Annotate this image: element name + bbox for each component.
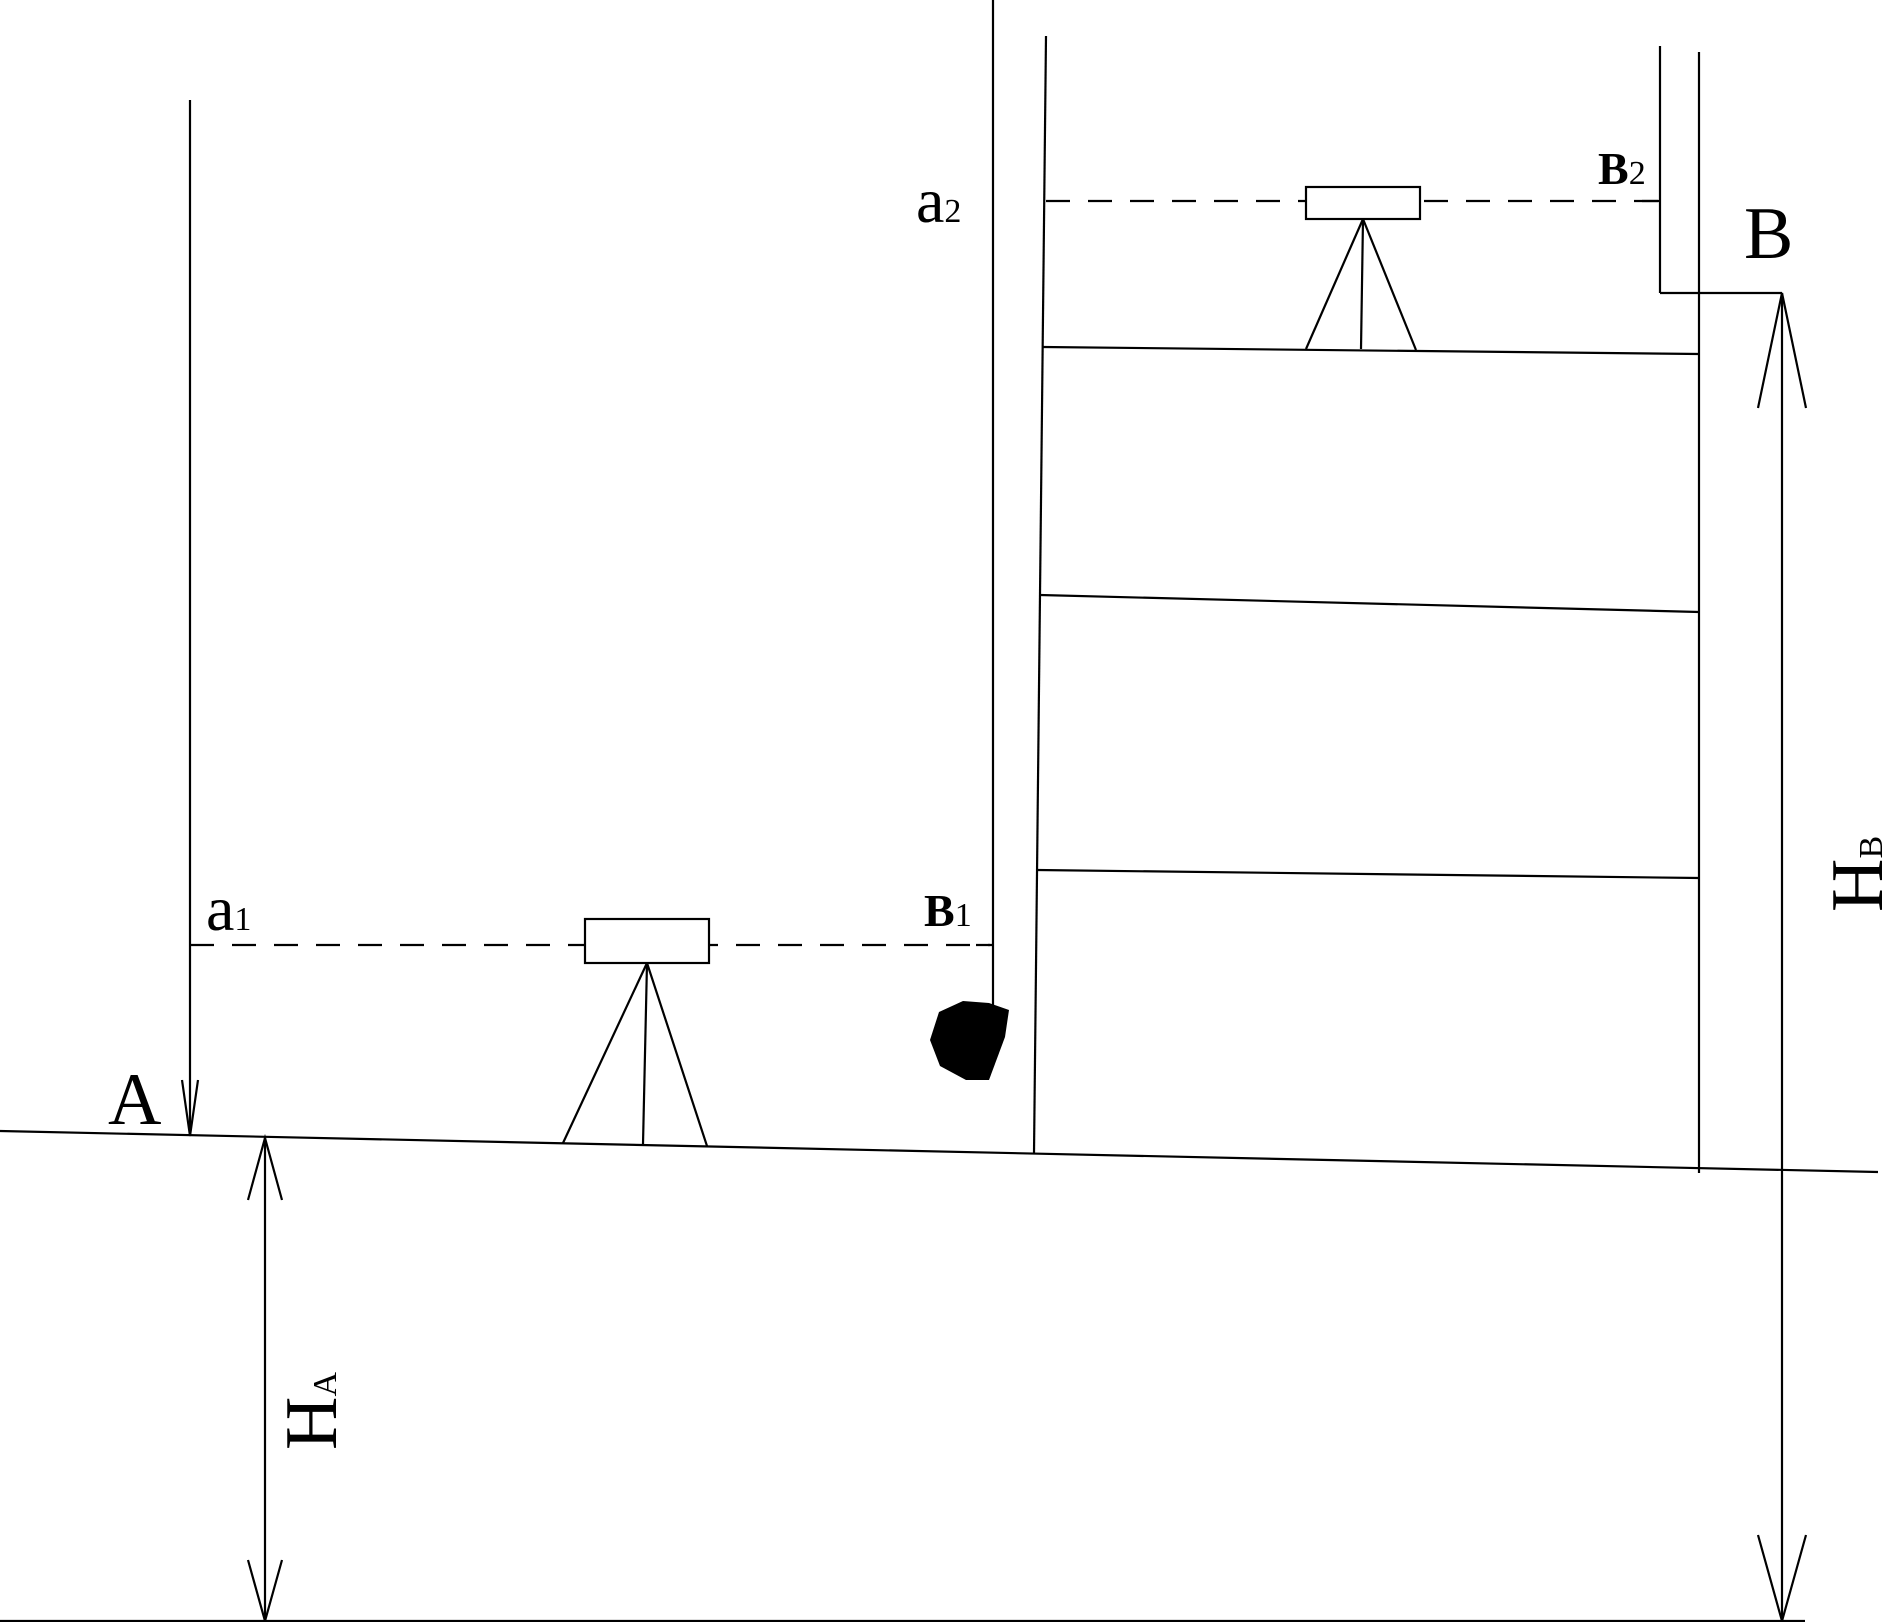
label-height-b-base: H [1817,859,1890,912]
level-instrument-1 [562,917,711,1147]
height-b-arrow-bottom [1756,1534,1808,1622]
tripod-leg-1a [562,962,648,1144]
floor-line-2 [1039,593,1700,614]
label-reading-b1-sub: 1 [955,897,972,934]
label-reading-a1: a1 [206,873,251,944]
building-left-wall [1032,35,1048,1154]
tripod-leg-1c [645,962,709,1147]
rod-a-arrowhead [180,1079,200,1137]
level-instrument-2 [1304,185,1422,351]
tripod-leg-1b [641,962,649,1145]
label-reading-a2: a2 [916,165,961,236]
label-reading-b2: B2 [1598,143,1646,194]
label-point-b: B [1744,193,1793,275]
level-telescope-2 [1304,185,1422,221]
label-reading-a1-sub: 1 [234,901,251,938]
label-reading-b2-base: B [1598,143,1629,194]
ground-line [0,1129,1879,1174]
tripod-leg-2b [1359,218,1365,350]
label-height-b: HB [1817,836,1890,912]
tripod-leg-2c [1361,218,1418,351]
label-height-a-base: H [271,1397,353,1450]
turning-point-marker [930,1001,1009,1080]
level-telescope-1 [583,917,711,965]
label-reading-a1-base: a [206,873,234,944]
label-height-a-sub: A [307,1372,344,1397]
label-height-a: HA [271,1372,353,1450]
height-a-arrow-top [246,1133,284,1201]
label-point-a: A [108,1059,161,1141]
label-reading-b2-sub: 2 [1629,155,1646,192]
height-b-arrow-top [1756,292,1808,409]
label-reading-b1-base: B [924,885,955,936]
label-reading-b1: B1 [924,885,972,936]
floor-line-3 [1042,345,1700,356]
label-height-b-sub: B [1853,836,1890,859]
label-reading-a2-sub: 2 [944,193,961,230]
tripod-leg-2a [1304,218,1365,350]
height-a-arrow-bottom [246,1559,284,1622]
floor-line-1 [1036,868,1700,880]
label-reading-a2-base: a [916,165,944,236]
